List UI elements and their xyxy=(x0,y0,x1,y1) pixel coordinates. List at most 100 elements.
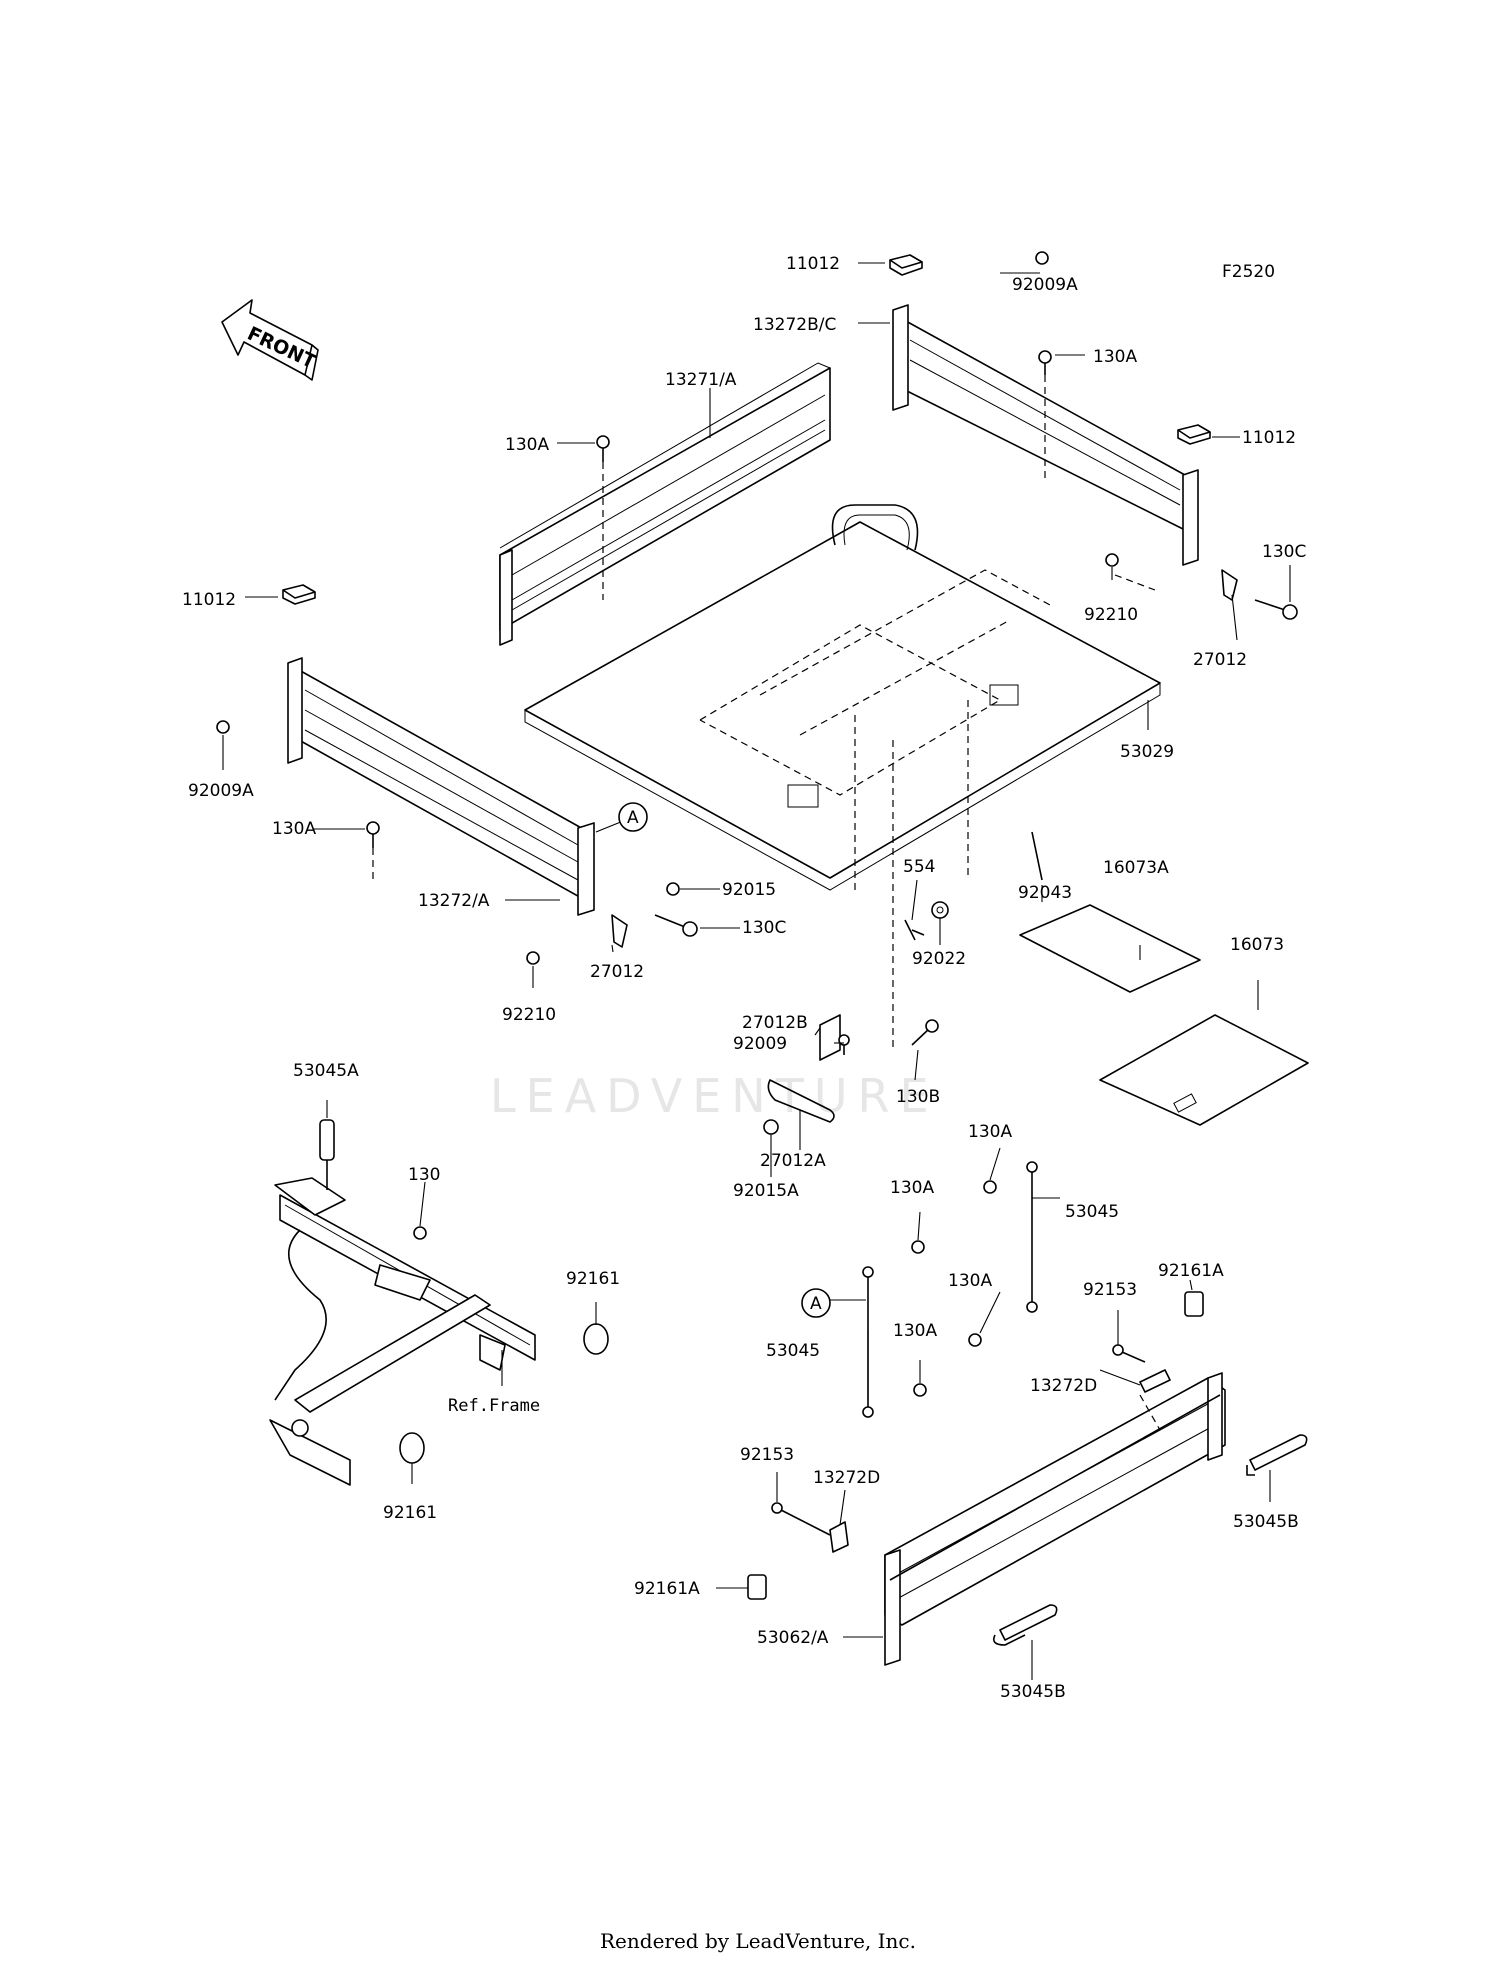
callout-53062a: 53062/A xyxy=(757,1628,829,1648)
callout-27012b: 27012B xyxy=(742,1013,808,1033)
leader-lines xyxy=(222,262,1291,1680)
latch-53045b-2 xyxy=(992,1604,1058,1646)
callout-27012-1: 27012 xyxy=(1193,650,1247,670)
pin-53045a xyxy=(319,1119,335,1190)
callout-53045b-1: 53045B xyxy=(1233,1512,1299,1532)
callout-130c-1: 130C xyxy=(1262,542,1306,562)
bolt-130b xyxy=(911,1019,939,1046)
callout-130a-5: 130A xyxy=(890,1178,934,1198)
callout-92009a-1: 92009A xyxy=(1012,275,1078,295)
callout-53045-2: 53045 xyxy=(766,1341,820,1361)
bolt-130a-4 xyxy=(983,1180,997,1194)
bolt-130a-1 xyxy=(596,435,610,462)
cap-92161-1 xyxy=(583,1323,609,1355)
callout-130a-4: 130A xyxy=(968,1122,1012,1142)
side-panel-13272bc xyxy=(892,304,1199,566)
latch-27012-2 xyxy=(611,914,628,948)
nut-92015 xyxy=(666,882,680,896)
cap-92161-2 xyxy=(399,1432,425,1464)
callout-53045-1: 53045 xyxy=(1065,1202,1119,1222)
pin-554 xyxy=(904,919,925,941)
callout-27012a: 27012A xyxy=(760,1151,826,1171)
bolt-92153-1 xyxy=(1112,1344,1146,1363)
diagram-code: F2520 xyxy=(1222,262,1275,282)
callout-13272d-1: 13272D xyxy=(1030,1376,1097,1396)
link-27012a xyxy=(767,1079,835,1123)
nut-92015a xyxy=(763,1119,779,1135)
mat-16073a xyxy=(1019,904,1201,993)
rivet-92009a-2 xyxy=(216,720,230,734)
callout-92022: 92022 xyxy=(912,949,966,969)
callout-130a-2: 130A xyxy=(505,435,549,455)
bolt-130 xyxy=(413,1226,427,1240)
callout-92210-1: 92210 xyxy=(1084,605,1138,625)
callout-130a-3: 130A xyxy=(272,819,316,839)
bracket-27012b xyxy=(819,1014,841,1061)
ref-marker-a-1-label: A xyxy=(627,808,639,828)
front-arrow-icon: FRONT xyxy=(221,299,319,381)
side-panel-13271 xyxy=(499,362,831,646)
nut-92210-2 xyxy=(526,951,540,965)
callout-53045a: 53045A xyxy=(293,1061,359,1081)
callout-11012-1: 11012 xyxy=(786,254,840,274)
cap-11012-right xyxy=(1177,424,1211,445)
callout-130a-1: 130A xyxy=(1093,347,1137,367)
latch-53045b-1 xyxy=(1246,1434,1308,1476)
plate-13272d-1 xyxy=(1139,1369,1171,1393)
ref-marker-a-2-label: A xyxy=(810,1294,822,1314)
block-92161a-1 xyxy=(1184,1291,1204,1317)
callout-92043: 92043 xyxy=(1018,883,1072,903)
callout-13271a: 13271/A xyxy=(665,370,737,390)
tailgate-53062 xyxy=(884,1372,1226,1666)
callout-13272a: 13272/A xyxy=(418,891,490,911)
block-92161a-2 xyxy=(747,1574,767,1600)
mat-16073 xyxy=(1099,1014,1309,1126)
cable-53045-1 xyxy=(1026,1161,1038,1313)
pin-92043 xyxy=(1031,831,1043,881)
cap-11012-top xyxy=(889,254,923,276)
callout-92210-2: 92210 xyxy=(502,1005,556,1025)
callout-92009: 92009 xyxy=(733,1034,787,1054)
ref-marker-a-2: A xyxy=(801,1288,831,1318)
callout-ref-frame: Ref.Frame xyxy=(448,1396,540,1416)
rivet-92009a-1 xyxy=(1035,251,1049,265)
bolt-130c-2 xyxy=(654,914,698,937)
callout-92009a-2: 92009A xyxy=(188,781,254,801)
callout-92015: 92015 xyxy=(722,880,776,900)
callout-27012-2: 27012 xyxy=(590,962,644,982)
callout-16073: 16073 xyxy=(1230,935,1284,955)
plate-13272d-2 xyxy=(829,1521,849,1553)
bed-floor-53029 xyxy=(524,504,1161,891)
callout-92153-1: 92153 xyxy=(1083,1280,1137,1300)
ref-frame xyxy=(269,1177,536,1486)
callout-554: 554 xyxy=(903,857,935,877)
bolt-130a-2 xyxy=(1038,350,1052,375)
side-panel-13272a xyxy=(287,657,595,916)
callout-130: 130 xyxy=(408,1165,440,1185)
cap-11012-left xyxy=(282,584,316,605)
bolt-130a-6 xyxy=(968,1333,982,1347)
callout-11012-3: 11012 xyxy=(182,590,236,610)
callout-130c-2: 130C xyxy=(742,918,786,938)
callout-130a-7: 130A xyxy=(893,1321,937,1341)
callout-92161-2: 92161 xyxy=(383,1503,437,1523)
latch-27012-1 xyxy=(1221,569,1238,601)
bolt-92153-2 xyxy=(771,1502,831,1536)
callout-130a-6: 130A xyxy=(948,1271,992,1291)
callout-92015a: 92015A xyxy=(733,1181,799,1201)
bolt-130a-7 xyxy=(913,1383,927,1397)
washer-92022 xyxy=(931,901,949,919)
callout-13272d-2: 13272D xyxy=(813,1468,880,1488)
ref-marker-a-1: A xyxy=(618,802,648,832)
callout-16073a: 16073A xyxy=(1103,858,1169,878)
callout-92161a-2: 92161A xyxy=(634,1579,700,1599)
callout-53029: 53029 xyxy=(1120,742,1174,762)
callout-130b: 130B xyxy=(896,1087,940,1107)
footer-credit: Rendered by LeadVenture, Inc. xyxy=(600,1929,916,1953)
callout-11012-2: 11012 xyxy=(1242,428,1296,448)
bolt-130a-5 xyxy=(911,1240,925,1254)
bolt-130c-1 xyxy=(1254,599,1298,620)
callout-92161-1: 92161 xyxy=(566,1269,620,1289)
callout-92161a-1: 92161A xyxy=(1158,1261,1224,1281)
